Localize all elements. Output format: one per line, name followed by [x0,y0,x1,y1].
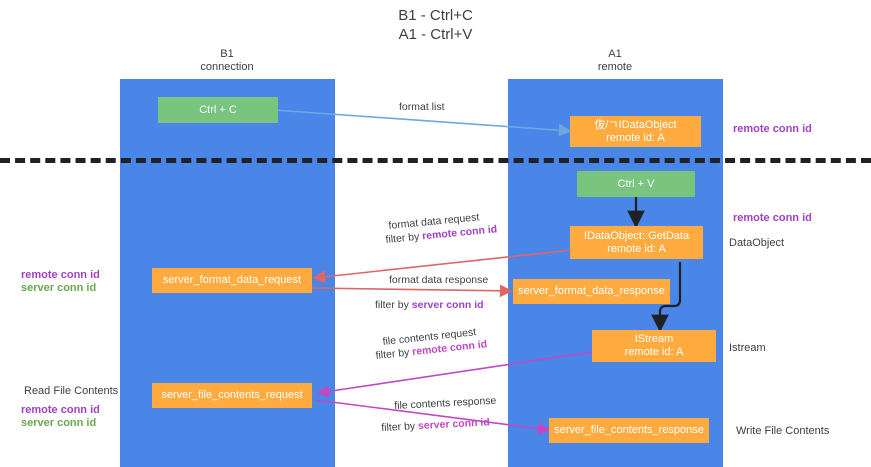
annotation-right-write-file-contents: Write File Contents [736,425,830,437]
node-server-format-data-request[interactable]: server_format_data_request [152,268,312,293]
edge-format-data-request [312,249,573,284]
title-line-2: A1 - Ctrl+V [398,26,473,43]
edge-getdata-to-istream [651,262,682,333]
annotation-left-server-conn-id-2: server conn id [21,417,97,429]
node-idataobject-getdata[interactable]: IDataObject::GetData remote id: A [570,226,703,259]
filter-key-server-conn-id: server conn id [417,416,491,433]
annotation-left-read-file-contents: Read File Contents [24,385,119,397]
node-server-file-contents-request-label: server_file_contents_request [161,389,303,401]
node-getdata-sub: remote id: A [607,242,666,255]
node-idataobject-sub: remote id: A [606,131,665,144]
annotation-left-server-conn-id-1: server conn id [21,282,97,294]
node-server-format-data-response[interactable]: server_format_data_response [513,279,670,304]
node-ctrl-c-label: Ctrl + C [199,103,237,116]
node-server-file-contents-request[interactable]: server_file_contents_request [152,383,312,408]
filter-prefix: filter by [375,346,413,362]
node-ctrl-c[interactable]: Ctrl + C [158,97,278,123]
edge-file-contents-response [315,399,551,435]
node-server-file-contents-response-label: server_file_contents_response [554,424,704,436]
edge-filter-format-data-response: filter by server conn id [375,299,484,312]
column-header-b1-sub: connection [200,61,254,73]
node-istream-label: IStream [634,333,674,345]
title-line-1: B1 - Ctrl+C [398,7,473,24]
annotation-left-remote-conn-id-2: remote conn id [21,404,100,416]
edge-label-format-list: format list [399,101,445,113]
node-server-file-contents-response[interactable]: server_file_contents_response [549,418,709,443]
edge-format-list [273,109,572,137]
filter-prefix: filter by [385,230,423,246]
edge-label-format-data-response: format data response [389,274,489,286]
column-header-b1: B1 connection [147,48,307,74]
edge-format-data-response [311,284,513,298]
node-ctrl-v[interactable]: Ctrl + V [577,171,695,197]
page-title: B1 - Ctrl+C A1 - Ctrl+V [0,6,871,44]
node-getdata-label: IDataObject::GetData [583,229,690,242]
filter-key-server-conn-id: server conn id [411,299,484,311]
node-server-format-data-response-label: server_format_data_response [518,285,665,297]
annotation-right-remote-conn-id-top: remote conn id [733,123,812,135]
column-header-a1-name: A1 [608,48,622,60]
node-server-format-data-request-label: server_format_data_request [162,274,302,286]
section-divider [0,158,871,163]
node-istream-sub: remote id: A [624,346,684,358]
annotation-right-istream: Istream [729,342,766,354]
column-header-a1: A1 remote [535,48,695,74]
node-istream[interactable]: IStream remote id: A [592,330,716,362]
node-idataobject-label: 伖/ㄱIDataObject [594,118,677,131]
annotation-right-remote-conn-id-mid: remote conn id [733,212,812,224]
edge-file-contents-request [316,351,593,398]
column-header-b1-name: B1 [220,48,234,60]
filter-prefix: filter by [375,299,412,311]
node-ctrl-v-label: Ctrl + V [617,177,655,190]
node-idataobject[interactable]: 伖/ㄱIDataObject remote id: A [570,116,701,147]
annotation-right-dataobject: DataObject [729,237,785,249]
column-header-a1-sub: remote [597,61,633,73]
filter-prefix: filter by [381,420,419,434]
annotation-left-remote-conn-id-1: remote conn id [21,269,100,281]
